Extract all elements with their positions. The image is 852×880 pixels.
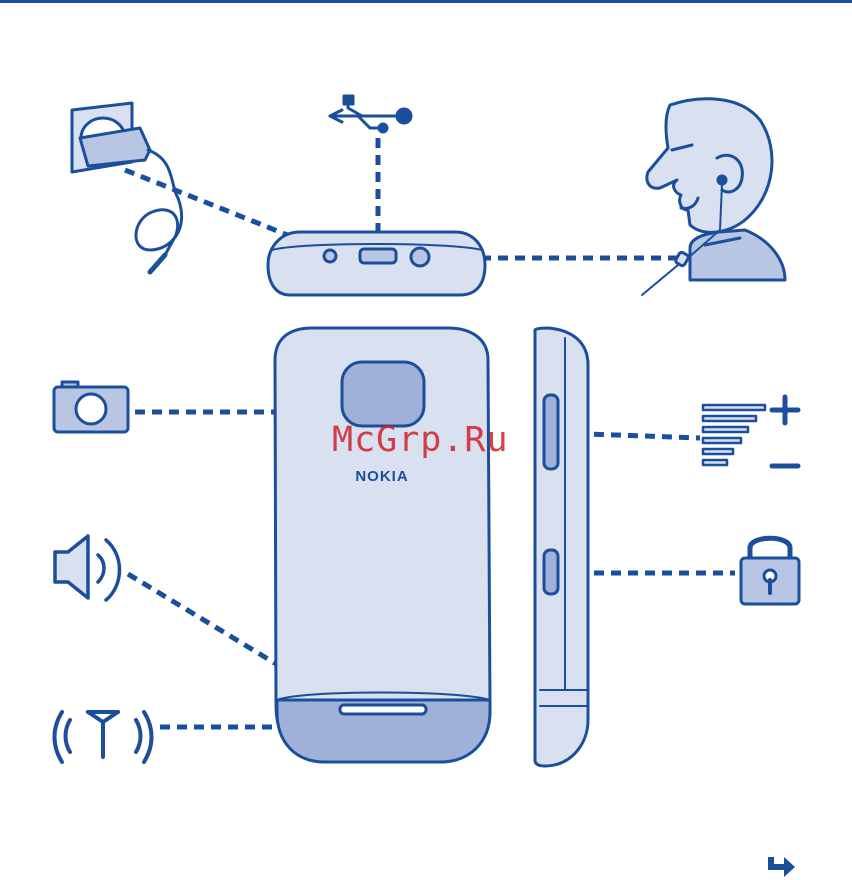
- connector-charger: [125, 170, 300, 240]
- camera-icon: [54, 382, 128, 432]
- phone-top-edge: [268, 232, 485, 295]
- micro-usb-port: [360, 249, 396, 263]
- lock-icon: [741, 538, 799, 604]
- next-page-arrow-icon[interactable]: [764, 855, 798, 879]
- loudspeaker-icon: [55, 536, 120, 600]
- charger-port: [324, 250, 336, 262]
- loudspeaker: [340, 705, 426, 714]
- volume-keys-icon: [703, 397, 798, 466]
- phone-back: NOKIA: [275, 328, 490, 762]
- watermark-text: McGrp.Ru: [332, 420, 509, 460]
- camera-lens: [342, 362, 424, 426]
- lock-key: [544, 550, 558, 594]
- headset-icon: [642, 99, 785, 295]
- brand-logo: NOKIA: [355, 468, 408, 485]
- volume-keys: [544, 395, 558, 469]
- phone-side: [535, 328, 588, 766]
- headset-jack: [411, 248, 429, 266]
- usb-icon: [330, 96, 411, 132]
- antenna-icon: [55, 712, 152, 762]
